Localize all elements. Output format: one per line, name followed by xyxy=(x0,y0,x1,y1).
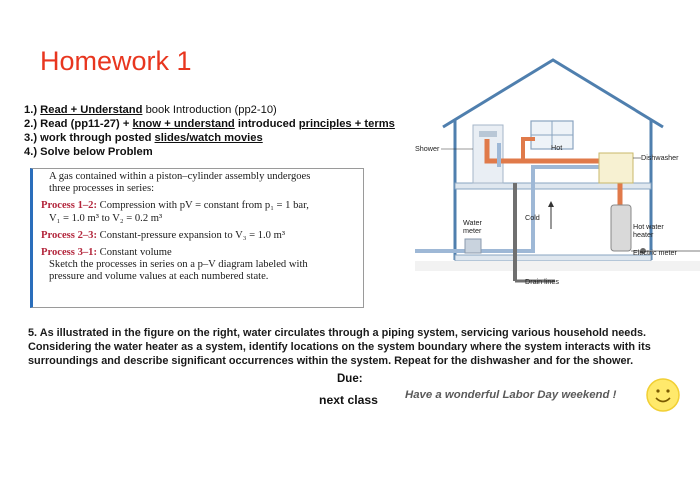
dishwasher-unit xyxy=(598,152,634,184)
task-1-underlined: Read + Understand xyxy=(40,104,143,116)
label-shower: Shower xyxy=(415,144,440,153)
smiley-icon xyxy=(646,378,680,412)
due-label: Due: xyxy=(337,373,363,385)
task-3-underlined: slides/watch movies xyxy=(154,132,263,144)
label-water-meter-1: Water xyxy=(463,218,483,227)
task-1-number: 1.) xyxy=(24,104,38,116)
shower-head xyxy=(479,131,497,137)
water-heater xyxy=(610,204,632,252)
holiday-message: Have a wonderful Labor Day weekend ! xyxy=(405,389,617,401)
lower-floor xyxy=(454,254,652,262)
process-1-2-text: Compression with pV = constant from p₁ =… xyxy=(99,200,309,212)
task-2-underlined-1: know + understand xyxy=(132,118,235,130)
question-5: 5. As illustrated in the figure on the r… xyxy=(28,327,651,367)
process-3-1-text: Constant volume xyxy=(99,247,172,259)
process-1-2-values: V₁ = 1.0 m³ to V₂ = 0.2 m³ xyxy=(49,212,163,224)
electric-meter xyxy=(640,248,646,254)
task-2-text: introduced xyxy=(237,118,296,130)
ground xyxy=(415,261,700,271)
label-dishwasher: Dishwasher xyxy=(641,153,679,162)
process-3-1: Process 3–1: Constant volume xyxy=(41,247,357,259)
task-4-text: 4.) Solve below Problem xyxy=(24,146,153,158)
label-hot-water-heater-1: Hot water xyxy=(633,222,664,231)
label-water-meter-2: meter xyxy=(463,226,482,235)
task-2-underlined-2: principles + terms xyxy=(298,118,395,130)
water-meter xyxy=(464,238,482,254)
label-hot-water-heater-2: heater xyxy=(633,230,654,239)
process-2-3-label: Process 2–3: xyxy=(41,229,97,241)
task-1-text: book Introduction (pp2-10) xyxy=(145,104,277,116)
hot-pipe-branch xyxy=(521,137,535,161)
process-2-3-text: Constant-pressure expansion to V₃ = 1.0 … xyxy=(99,229,286,241)
task-list: 1.) Read + Understand book Introduction … xyxy=(24,103,424,159)
process-1-2-label: Process 1–2: xyxy=(41,200,97,212)
process-2-3: Process 2–3: Constant-pressure expansion… xyxy=(41,230,357,242)
label-cold: Cold xyxy=(525,213,540,222)
hot-pipe-main xyxy=(484,139,623,230)
task-2-number: 2.) Read (pp11-27) + xyxy=(24,118,130,130)
task-1: 1.) Read + Understand book Introduction … xyxy=(24,103,424,117)
label-electric-meter: Electric meter xyxy=(633,248,678,257)
sketch-instruction-2: pressure and volume values at each numbe… xyxy=(49,271,269,283)
task-2: 2.) Read (pp11-27) + know + understand i… xyxy=(24,117,424,131)
problem-intro-1: A gas contained within a piston–cylinder… xyxy=(49,171,311,182)
cold-pipe-main xyxy=(415,165,629,253)
task-4: 4.) Solve below Problem xyxy=(24,145,424,159)
due-value: next class xyxy=(319,393,378,407)
house-plumbing-diagram: Hot Shower Dishwasher Cold Water meter H… xyxy=(415,58,700,286)
homework-title: Homework 1 xyxy=(40,46,192,76)
label-hot: Hot xyxy=(551,143,562,152)
problem-intro-2: three processes in series: xyxy=(49,183,155,195)
process-3-1-label: Process 3–1: xyxy=(41,247,97,259)
process-1-2: Process 1–2: Compression with pV = const… xyxy=(41,200,357,212)
roof-outline xyxy=(442,58,664,129)
task-3-text: 3.) work through posted xyxy=(24,132,152,144)
upper-floor xyxy=(454,182,652,190)
task-3: 3.) work through posted slides/watch mov… xyxy=(24,131,424,145)
sketch-instruction-1: Sketch the processes in series on a p–V … xyxy=(49,259,308,271)
problem-box: A gas contained within a piston–cylinder… xyxy=(30,168,364,308)
label-drain-lines: Drain lines xyxy=(525,277,559,286)
